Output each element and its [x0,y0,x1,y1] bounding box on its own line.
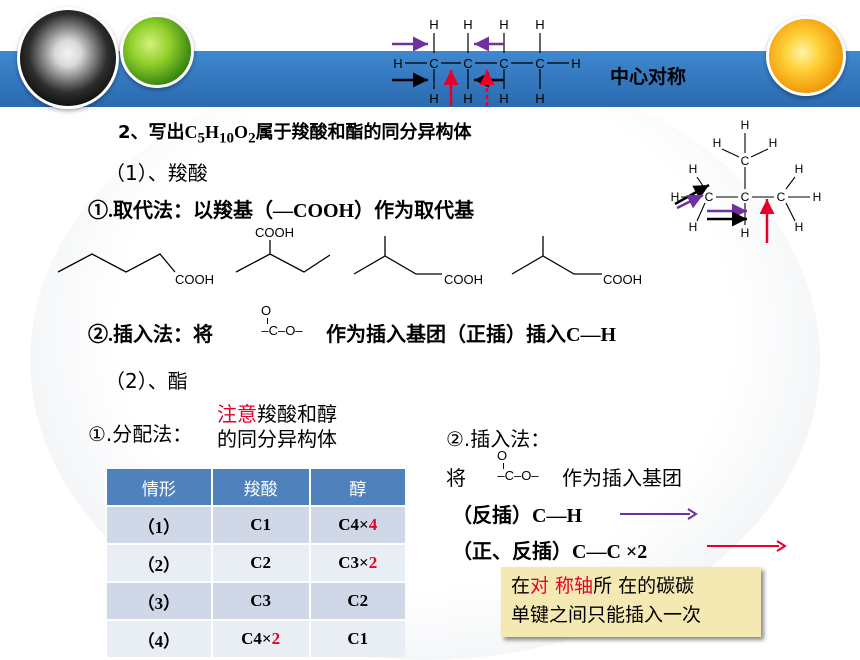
red-arrow [707,540,787,552]
fragment-chain: –C–O– [497,468,539,483]
cooh-label: COOH [175,272,214,287]
table-cell: C2 [308,581,405,620]
isobutane-diagram: H H H C H H H C C C H H H H [671,118,822,243]
table-row: （2） C2 C3×2 [105,543,405,582]
flower-photo [766,16,846,96]
butane-diagram: H H H H H C C C C H H H H H [392,17,581,106]
atom-h: H [463,91,472,106]
table-cell: C3 [210,581,310,620]
fragment-chain: –C–O– [261,323,303,338]
table-cell: C4×2 [210,619,310,657]
title-prefix: 2、写出 [118,122,185,143]
formula-h: H [205,122,220,142]
atom-h: H [795,162,804,176]
callout-text: 所 在的碳碳 [593,575,695,597]
cooh-label: COOH [444,272,483,287]
table-cell: C1 [308,619,405,657]
atom-h: H [535,91,544,106]
note-line2: 的同分异构体 [217,427,337,451]
table-row: （3） C3 C2 [105,581,405,620]
atom-h: H [429,17,438,32]
carboxylic-acid-skeletons: COOH COOH COOH COOH [57,225,642,287]
question-title: 2、写出C5H10O2属于羧酸和酯的同分异构体 [118,118,472,148]
ester-insertion-rest: 作为插入基团 [562,466,682,490]
atom-h: H [689,220,698,234]
insertion-method-line: ②.插入法：将 [88,318,213,347]
callout-emphasis: 对 称轴 [530,575,594,597]
formula-sub-o: 2 [248,130,256,147]
symmetry-axis-callout: 在对 称轴所 在的碳碳 单键之间只能插入一次 [501,567,761,637]
atom-h: H [689,162,698,176]
atom-h: H [393,56,402,71]
atom-h: H [499,91,508,106]
atom-h: H [741,118,750,132]
atom-c: C [741,190,750,204]
atom-h: H [463,17,472,32]
table-cell: （4） [105,619,212,657]
table-header: 醇 [308,469,405,506]
atom-h: H [713,136,722,150]
note-line1: 羧酸和醇 [257,402,337,426]
callout-text: 在 [511,575,531,597]
leaf-photo [120,14,194,88]
ester-heading: （2）、酯 [105,369,188,393]
atom-h: H [671,190,680,204]
table-header: 情形 [105,469,212,506]
center-symmetry-label: 中心对称 [610,66,687,88]
formula-sub-c: 5 [197,130,206,147]
carboxylic-acid-heading: （1）、羧酸 [105,161,208,185]
atom-h: H [795,220,804,234]
reverse-insertion-text: （反插）C—H [452,505,582,527]
formula-c: C [184,122,198,142]
atom-c: C [499,56,508,71]
atom-c: C [741,154,750,168]
table-cell: C1 [210,505,310,544]
formula-sub-h: 10 [219,130,235,147]
ester-insertion-jiang: 将 [446,466,466,490]
atom-h: H [813,190,822,204]
atom-h: H [429,91,438,106]
table-header: 羧酸 [210,469,310,506]
cooh-label: COOH [603,272,642,287]
atom-h: H [499,17,508,32]
atom-h: H [535,17,544,32]
note-emphasis: 注意 [217,402,257,426]
table-cell: （1） [105,505,212,544]
table-cell: C2 [210,543,310,582]
title-suffix: 属于羧酸和酯的同分异构体 [255,122,472,143]
atom-h: H [741,226,750,240]
both-insertion-text: （正、反插）C—C ×2 [452,541,648,563]
fragment-oxygen: O [260,303,272,318]
atom-c: C [429,56,438,71]
callout-line2: 单键之间只能插入一次 [511,604,702,626]
ester-fragment: O –C–O– [478,449,558,483]
atom-c: C [463,56,472,71]
atom-c: C [777,190,786,204]
fragment-oxygen: O [496,448,508,463]
allocation-table: 情形 羧酸 醇 （1） C1 C4×4 （2） C2 C3×2 （3） C3 C… [105,469,405,657]
insertion-method-suffix: 作为插入基团（正插）插入C—H [326,324,616,346]
ester-fragment: O –C–O– [242,304,322,338]
atom-c: C [705,190,714,204]
insertion-method-prefix: ②.插入法：将 [88,324,213,346]
atom-h: H [769,136,778,150]
table-cell: C4×4 [308,505,405,544]
allocation-note: 注意羧酸和醇 的同分异构体 [217,402,337,452]
table-row: （4） C4×2 C1 [105,619,405,657]
allocation-method-label: ①.分配法： [88,422,193,446]
formula-o: O [234,122,249,142]
substitution-method-text: ①.取代法：以羧基（—COOH）作为取代基 [88,200,475,222]
table-cell: （3） [105,581,212,620]
purple-arrow [620,508,698,520]
cooh-label: COOH [255,225,294,240]
atom-h: H [571,56,580,71]
dandelion-photo [17,7,119,109]
table-cell: C3×2 [308,543,405,582]
atom-c: C [535,56,544,71]
table-cell: （2） [105,543,212,582]
ester-insertion-label: ②.插入法： [446,427,551,451]
table-row: （1） C1 C4×4 [105,505,405,544]
